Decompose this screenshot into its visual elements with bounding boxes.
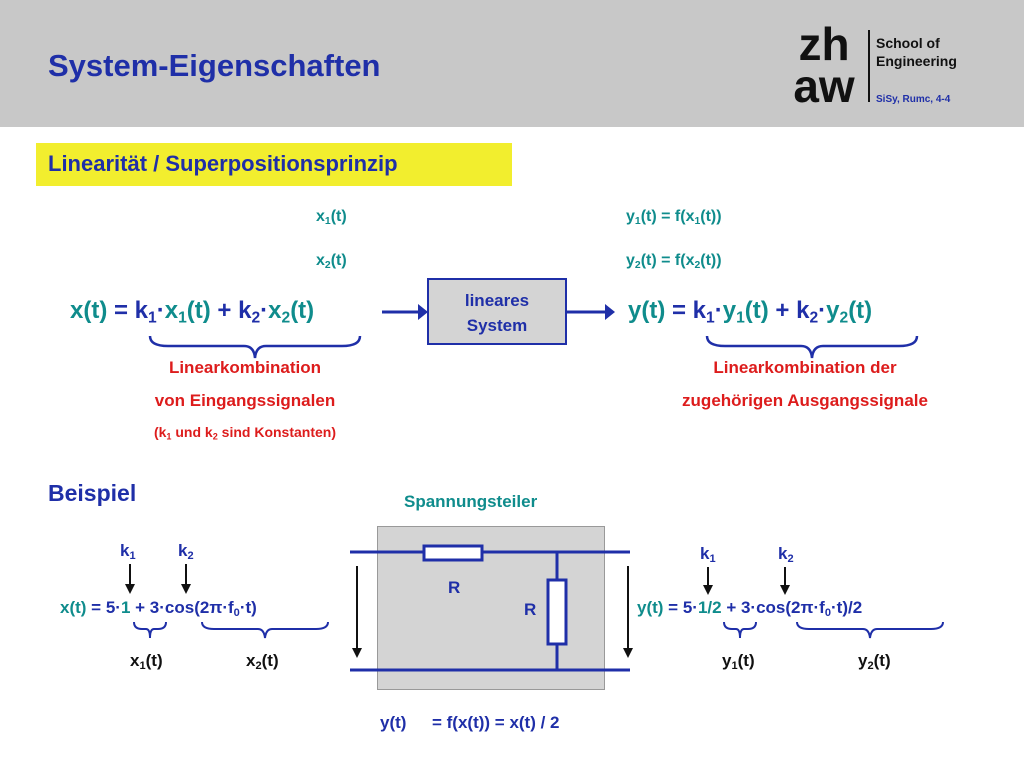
input-note-line3: (k1 und k2 sind Konstanten)	[153, 424, 337, 442]
slide-reference: SiSy, Rumc, 4-4	[876, 94, 951, 105]
zhaw-logo: zh aw	[793, 22, 855, 106]
left-k1-arrow	[125, 564, 135, 594]
circuit-wiring	[350, 544, 633, 672]
linear-system-block	[427, 278, 567, 345]
left-k2-label: k2	[178, 541, 194, 563]
output-linear-combination: y(t) = k1·y1(t) + k2·y2(t)	[628, 297, 873, 327]
svg-text:zh: zh	[798, 22, 849, 70]
series-resistor-label: R	[448, 578, 461, 597]
input-note-line2: von Eingangssignalen	[154, 391, 336, 410]
output-signal-y2: y2(t) = f(x2(t))	[626, 252, 722, 271]
section-highlight	[36, 143, 512, 186]
bottom-equation-rhs: = f(x(t)) = x(t) / 2	[432, 713, 560, 732]
right-k2-arrow	[780, 567, 790, 595]
right-y1-brace	[723, 621, 757, 639]
input-brace	[148, 335, 362, 359]
svg-text:aw: aw	[793, 60, 855, 106]
left-example-formula: x(t) = 5·1 + 3·cos(2π·f0·t)	[60, 598, 257, 620]
left-x2-brace	[201, 621, 329, 639]
left-k1-label: k1	[120, 541, 136, 563]
output-note-line1: Linearkombination der	[713, 358, 897, 377]
input-signal-x1: x1(t)	[316, 208, 347, 227]
shunt-resistor-label: R	[524, 600, 537, 619]
right-y2-brace	[796, 621, 944, 639]
header-bar	[0, 0, 1024, 127]
right-y2-label: y2(t)	[858, 651, 891, 673]
output-signal-y1: y1(t) = f(x1(t))	[626, 208, 722, 227]
input-note-line1: Linearkombination	[168, 358, 322, 377]
left-x2-label: x2(t)	[246, 651, 279, 673]
right-y1-label: y1(t)	[722, 651, 755, 673]
output-brace	[705, 335, 919, 359]
school-name: School of Engineering	[876, 35, 957, 69]
right-k2-label: k2	[778, 544, 794, 566]
right-k1-arrow	[703, 567, 713, 595]
left-x1-brace	[133, 621, 167, 639]
left-x1-label: x1(t)	[130, 651, 163, 673]
right-example-formula: y(t) = 5·1/2 + 3·cos(2π·f0·t)/2	[637, 598, 863, 620]
logo-divider	[868, 30, 870, 102]
input-arrow	[382, 304, 428, 320]
input-linear-combination: x(t) = k1·x1(t) + k2·x2(t)	[70, 297, 315, 327]
slide-title: System-Eigenschaften	[48, 48, 381, 83]
output-note-line2: zugehörigen Ausgangssignale	[682, 391, 928, 410]
left-k2-arrow	[181, 564, 191, 594]
linear-system-label: lineares System	[464, 291, 530, 335]
circuit-title: Spannungsteiler	[404, 492, 538, 511]
input-signal-x2: x2(t)	[316, 252, 347, 271]
example-heading: Beispiel	[48, 480, 137, 506]
output-arrow	[567, 304, 615, 320]
section-title: Linearität / Superpositionsprinzip	[48, 151, 398, 176]
bottom-equation-lhs: y(t)	[380, 713, 407, 732]
right-k1-label: k1	[700, 544, 716, 566]
